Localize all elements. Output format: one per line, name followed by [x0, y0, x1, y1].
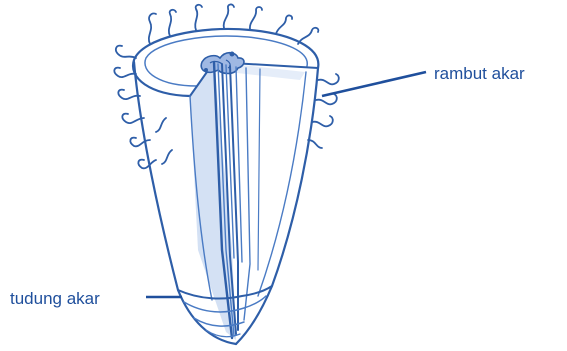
- root-cap-label: tudung akar: [10, 289, 100, 308]
- label-root-cap: tudung akar: [10, 289, 182, 308]
- label-root-hair: rambut akar: [322, 64, 525, 96]
- root-hair-label: rambut akar: [434, 64, 525, 83]
